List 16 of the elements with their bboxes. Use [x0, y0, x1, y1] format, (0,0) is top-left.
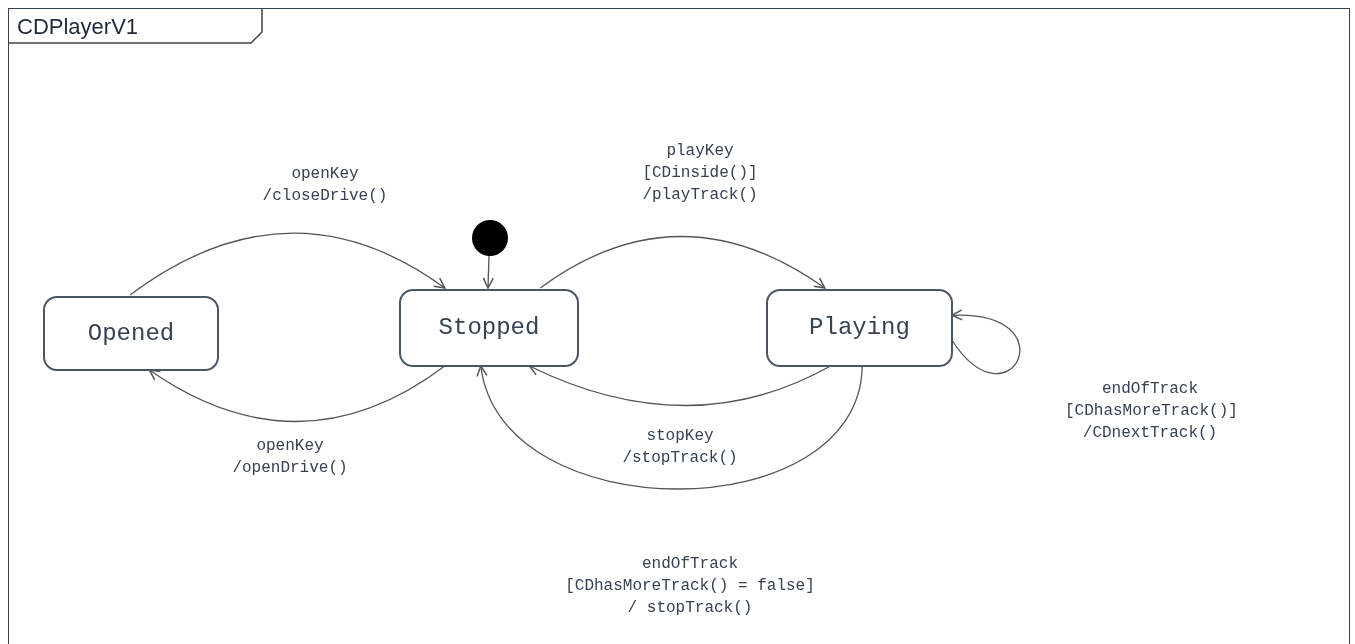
initial-state	[472, 220, 508, 256]
transition-arrow	[951, 310, 1021, 375]
transition-arrow	[539, 235, 826, 289]
transition-arrow	[148, 365, 446, 423]
state-box	[766, 289, 953, 367]
state-name: Playing	[809, 313, 910, 343]
frame-title: CDPlayerV1	[16, 13, 139, 41]
frame	[8, 8, 1350, 644]
state-box	[399, 289, 579, 367]
state-box	[43, 296, 219, 371]
state-name: Opened	[87, 318, 175, 349]
state-name: Stopped	[438, 313, 540, 343]
transition-arrow	[129, 232, 446, 296]
transition-arrow	[482, 254, 495, 289]
transition-arrow	[478, 365, 863, 490]
transition-arrow	[528, 364, 832, 407]
